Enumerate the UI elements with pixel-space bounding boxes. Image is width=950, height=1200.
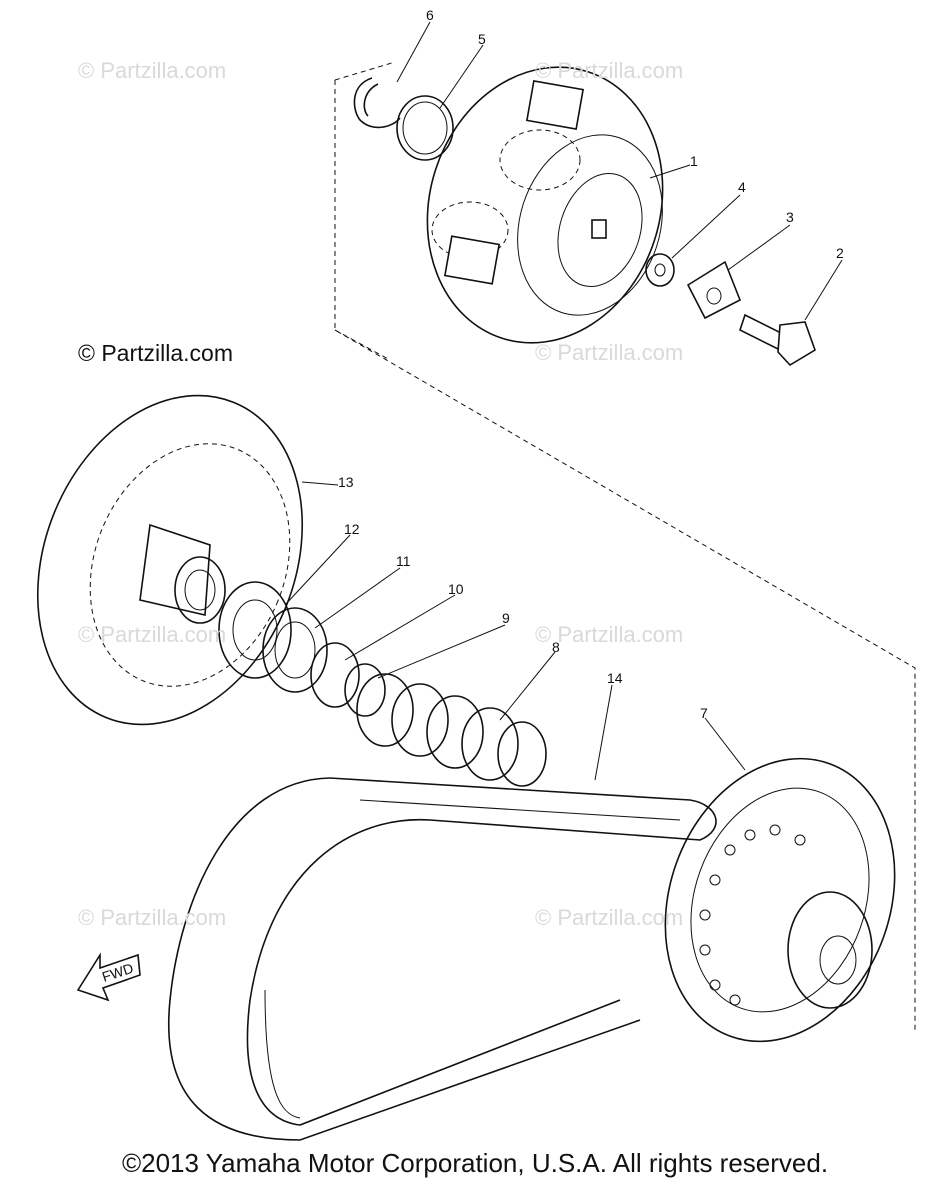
callout-14: 14 xyxy=(607,670,623,686)
callout-12: 12 xyxy=(344,521,360,537)
copyright-footer: ©2013 Yamaha Motor Corporation, U.S.A. A… xyxy=(121,1148,829,1178)
watermark: © Partzilla.com xyxy=(78,905,227,930)
callout-4: 4 xyxy=(738,179,746,195)
callout-10: 10 xyxy=(448,581,464,597)
watermark: © Partzilla.com xyxy=(78,622,227,647)
watermark: © Partzilla.com xyxy=(535,905,684,930)
callout-6: 6 xyxy=(426,7,434,23)
watermark: © Partzilla.com xyxy=(535,622,684,647)
callout-3: 3 xyxy=(786,209,794,225)
collar-part-11 xyxy=(262,607,328,693)
callout-13: 13 xyxy=(338,474,354,490)
callout-2: 2 xyxy=(836,245,844,261)
bearing-part-12 xyxy=(218,581,292,679)
fixed-sheave-part-13 xyxy=(36,394,304,726)
primary-sheave xyxy=(426,66,664,344)
main-watermark: © Partzilla.com xyxy=(78,340,233,366)
watermark: © Partzilla.com xyxy=(78,58,227,83)
assembly-frame xyxy=(334,80,916,1030)
drive-belt-part-14 xyxy=(168,777,717,1141)
spring-part-8 xyxy=(356,673,547,787)
callout-8: 8 xyxy=(552,639,560,655)
callout-leaders xyxy=(284,21,843,781)
seat-part-9 xyxy=(344,663,386,717)
callout-5: 5 xyxy=(478,31,486,47)
washer-part-4 xyxy=(645,253,675,287)
watermark: © Partzilla.com xyxy=(535,340,684,365)
assembly-frame-top xyxy=(334,61,396,81)
fwd-arrow-icon: FWD xyxy=(76,952,141,1002)
lock-washer-part-3 xyxy=(686,260,742,320)
ring-part-5 xyxy=(396,95,454,161)
callout-11: 11 xyxy=(396,553,411,569)
pulley-part-7 xyxy=(664,757,896,1043)
spacer-part-10 xyxy=(310,642,360,708)
bolt-part-2 xyxy=(739,313,816,367)
callout-7: 7 xyxy=(700,705,708,721)
circlip-part-6 xyxy=(353,77,401,129)
watermark: © Partzilla.com xyxy=(535,58,684,83)
callout-1: 1 xyxy=(690,153,698,169)
callout-9: 9 xyxy=(502,610,510,626)
